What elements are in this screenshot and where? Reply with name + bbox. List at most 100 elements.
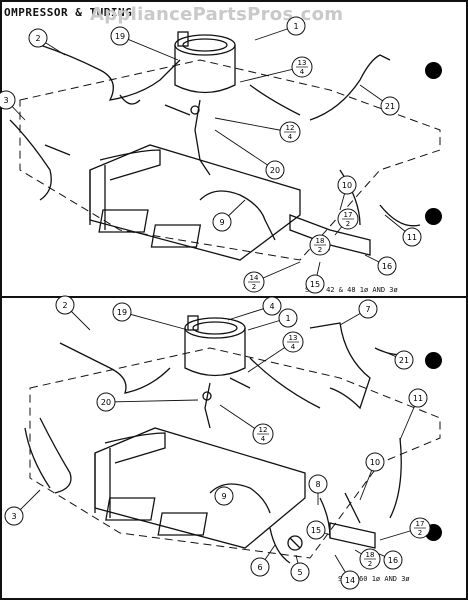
callout-number: 7 [365,305,370,314]
callout-top-2: 2 [28,28,66,56]
fraction-callout-top-17: 172 [334,208,359,236]
callout-number: 1 [285,314,290,323]
callout-number: 11 [413,394,423,403]
callout-bottom-8: 8 [308,474,328,505]
callout-bottom-21: 21 [379,349,414,370]
leader-line [239,66,303,83]
callout-bubble [110,26,130,46]
callout-number: 6 [257,563,262,572]
fraction-numerator: 13 [298,59,307,67]
fraction-numerator: 17 [344,211,353,219]
fraction-numerator: 12 [286,124,295,132]
callout-number: 2 [62,301,67,310]
leader-line [214,117,291,133]
callout-bubble [278,308,298,328]
callout-bubble [380,96,400,116]
callout-top-19: 19 [110,26,179,61]
callout-bottom-1: 1 [247,308,298,331]
callout-number: 9 [219,218,224,227]
callout-bubble [365,452,385,472]
callout-bubble [96,392,116,412]
callout-bottom-16: 16 [369,549,403,570]
callout-bottom-14: 14 [334,554,360,590]
callout-top-9: 9 [212,199,246,232]
fraction-callout-bottom-12: 124 [219,404,274,445]
fraction-denominator: 4 [261,435,266,443]
fraction-callout-top-18: 182 [309,234,331,256]
fraction-callout-bottom-17: 172 [379,517,431,541]
callout-bottom-15: 15 [306,520,331,540]
callout-bubble [377,256,397,276]
callout-bubble [265,160,285,180]
callout-bubble [306,520,326,540]
fraction-callout-top-12: 124 [214,117,301,143]
callout-top-15: 15 [305,261,325,294]
callout-bottom-20: 20 [96,392,199,412]
fraction-numerator: 12 [259,426,268,434]
callout-bubble [55,295,75,315]
fraction-numerator: 13 [289,334,298,342]
callout-bubble [28,28,48,48]
callout-bottom-2: 2 [55,295,91,331]
callout-bottom-5: 5 [290,554,310,582]
callout-top-11: 11 [384,214,422,247]
callout-number: 10 [342,181,352,190]
fraction-numerator: 14 [250,274,259,282]
callout-bottom-3: 3 [4,489,41,526]
fraction-denominator: 4 [288,133,293,141]
fraction-denominator: 4 [300,68,305,76]
fraction-denominator: 2 [252,283,256,291]
callout-bottom-6: 6 [250,544,276,577]
callout-bubble [358,299,378,319]
callout-bottom-7: 7 [339,299,378,326]
fraction-callout-top-13: 134 [239,56,313,83]
bottom-view-drawing [24,315,441,564]
fraction-denominator: 4 [291,343,296,351]
fraction-numerator: 18 [366,551,375,559]
callout-bubble [383,550,403,570]
registration-dot [425,62,442,79]
fraction-denominator: 2 [368,560,372,568]
callout-bubble [408,388,428,408]
callout-number: 15 [311,526,321,535]
callout-number: 1 [293,22,298,31]
callout-bubble [250,557,270,577]
callout-number: 16 [388,556,398,565]
callout-bottom-9: 9 [214,486,234,506]
callout-bubble [290,562,310,582]
callout-number: 16 [382,262,392,271]
callout-bottom-19: 19 [112,302,189,331]
callout-bubble [214,486,234,506]
callout-top-21: 21 [359,84,400,116]
callout-top-1: 1 [254,16,306,41]
leader-line [214,129,276,171]
callout-number: 19 [115,32,125,41]
callout-number: 5 [297,568,302,577]
callout-bubble [337,175,357,195]
callout-number: 10 [370,458,380,467]
callout-bubble [262,296,282,316]
top-view-caption: SPCO 42 & 48 1ø AND 3ø [305,286,398,294]
registration-dot [425,352,442,369]
callout-top-3: 3 [0,90,26,121]
callout-bubble [0,90,16,110]
fraction-denominator: 2 [318,246,322,254]
callout-number: 11 [407,233,417,242]
callout-number: 20 [270,166,280,175]
callout-bubble [212,212,232,232]
callout-number: 3 [3,96,8,105]
registration-dot [425,208,442,225]
callout-number: 8 [315,480,320,489]
callout-bottom-11: 11 [399,388,428,441]
callout-number: 3 [11,512,16,521]
callout-bubble [402,227,422,247]
callout-bottom-10: 10 [359,452,385,501]
callout-number: 9 [221,492,226,501]
callout-bubble [286,16,306,36]
watermark: AppliancePartsPros.com [90,4,344,25]
bottom-view-caption: SPCO 60 1ø AND 3ø [338,575,410,583]
leader-line [119,35,179,61]
